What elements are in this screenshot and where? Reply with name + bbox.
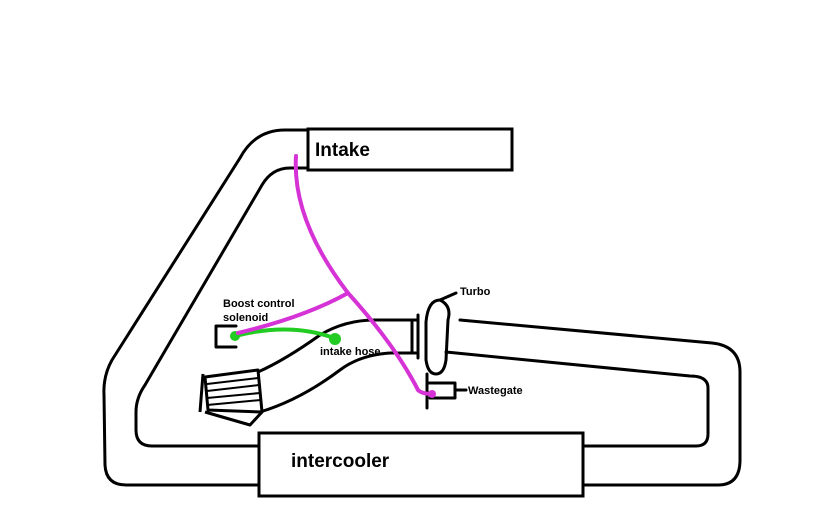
intake-hose-port-dot xyxy=(329,333,341,345)
charge-pipe-outer-wall xyxy=(102,128,310,487)
boost-vacuum-lines xyxy=(236,154,436,398)
intake-rect xyxy=(306,127,514,172)
intake-label: Intake xyxy=(315,140,370,161)
charge-pipe xyxy=(102,128,742,487)
charge-pipe-inner-wall xyxy=(134,166,310,448)
right-loop-outer-wall xyxy=(458,318,742,487)
wastegate-port-dot xyxy=(428,390,436,398)
wastegate-label: Wastegate xyxy=(468,385,523,397)
boost-solenoid-label-line1: Boost control xyxy=(223,298,295,310)
wastegate-icon: Wastegate xyxy=(425,372,523,410)
boost-control-solenoid-icon: Boost control solenoid xyxy=(214,298,295,349)
air-filter-icon xyxy=(198,368,264,427)
turbo-label: Turbo xyxy=(460,286,491,298)
turbo-icon: Turbo xyxy=(410,286,491,376)
intercooler-rect xyxy=(257,431,585,498)
right-loop-inner-wall xyxy=(444,350,710,448)
intercooler-box: intercooler xyxy=(257,431,585,498)
intake-box: Intake xyxy=(306,127,514,172)
turbo-housing xyxy=(410,313,420,360)
intake-hose xyxy=(256,318,420,414)
intake-hose-lower-wall xyxy=(258,351,420,414)
intercooler-label: intercooler xyxy=(291,451,390,472)
boost-solenoid-label-line2: solenoid xyxy=(223,312,268,324)
intake-hose-label: intake hose xyxy=(320,346,381,358)
